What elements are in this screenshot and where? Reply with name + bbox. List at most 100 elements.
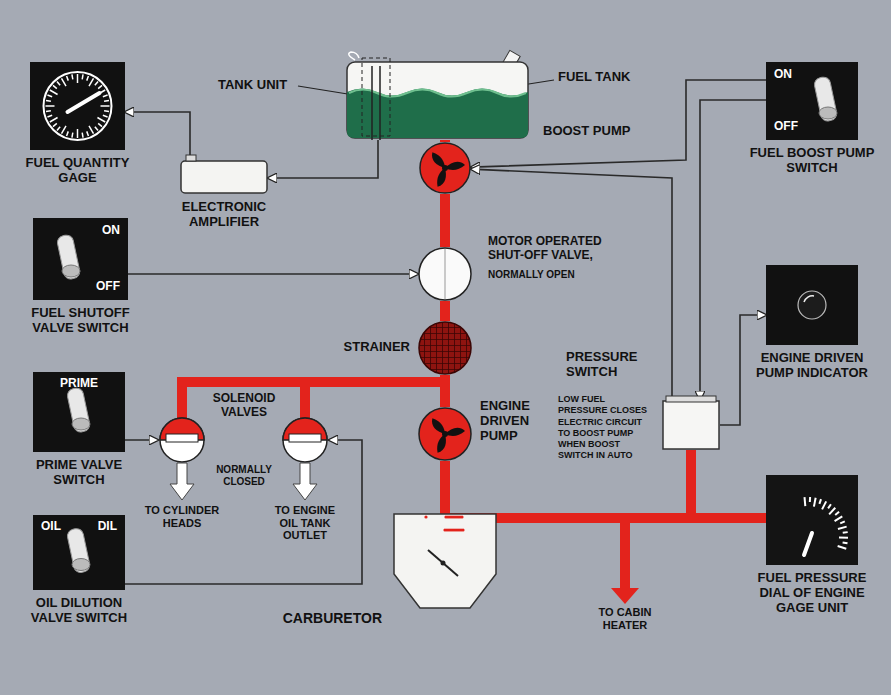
indicator-plate <box>766 265 858 345</box>
switch-base <box>819 107 837 119</box>
valve-gate <box>444 249 446 299</box>
carburetor-body <box>394 514 496 608</box>
pump-body <box>419 408 471 460</box>
solenoid-valve <box>160 418 204 500</box>
impeller-hub <box>442 431 448 437</box>
gauge-tick <box>53 123 57 126</box>
control-wire <box>125 440 362 584</box>
instrument-label: OIL DILUTION VALVE SWITCH <box>14 596 144 626</box>
gauge-tick <box>98 85 102 88</box>
switch-position: OIL <box>41 520 61 534</box>
engine-driven-pump-icon <box>418 407 472 461</box>
switch-plate <box>33 372 125 452</box>
boost-pump-icon <box>419 142 471 194</box>
gauge-ring <box>44 72 112 140</box>
dial-tick <box>835 516 843 521</box>
oil-dilution-valve-switch: OILDILOIL DILUTION VALVE SWITCH <box>33 515 125 590</box>
gauge-tick <box>77 74 79 83</box>
gauge-tick <box>47 95 52 97</box>
instrument-label: FUEL QUANTITY GAGE <box>8 156 148 186</box>
part-label: STRAINER <box>344 340 410 355</box>
part-label: FUEL TANK <box>558 70 630 85</box>
dial-tick <box>839 537 848 539</box>
strainer-icon <box>418 321 472 375</box>
pump-body <box>420 143 470 193</box>
gauge-tick <box>95 127 98 131</box>
prime-valve-switch: PRIMEPRIME VALVE SWITCH <box>33 372 125 452</box>
dial-tick <box>804 497 807 506</box>
switch-cap <box>666 396 716 402</box>
impeller-blade <box>433 433 450 454</box>
callout-label: SOLENOID VALVES <box>204 392 284 420</box>
callout-label: TANK UNIT <box>218 78 287 93</box>
callout-label: NORMALLY CLOSED <box>206 464 282 487</box>
gauge-tick <box>103 115 108 117</box>
impeller-blade <box>445 162 465 170</box>
gauge-face <box>30 62 125 150</box>
fuel-quantity-gage-icon <box>30 62 125 150</box>
control-wire <box>268 140 378 178</box>
dial-tick <box>828 504 831 508</box>
strainer-mesh <box>419 322 471 374</box>
part-label: PRESSURE SWITCH <box>566 350 658 380</box>
switch-position: ON <box>774 68 792 82</box>
gauge-tick <box>67 76 69 81</box>
pipe-arrowhead <box>611 588 639 604</box>
shut-off-valve-icon <box>418 247 472 301</box>
gauge-tick <box>50 90 58 95</box>
fuel-branch-pipe <box>182 382 445 420</box>
throttle-shaft <box>441 561 446 566</box>
switch-lever <box>66 387 91 433</box>
gauge-tick <box>95 81 98 85</box>
switch-position: PRIME <box>33 377 125 391</box>
tank-vent <box>349 52 359 60</box>
fuel-level <box>347 89 528 139</box>
part-note: NORMALLY OPEN <box>488 269 575 281</box>
gauge-tick <box>50 118 58 123</box>
gauge-tick <box>97 118 105 123</box>
dial-tick <box>822 501 826 509</box>
throttle-plate <box>428 550 458 576</box>
gauge-tick <box>57 81 60 85</box>
callout-label: TO CYLINDER HEADS <box>137 504 227 529</box>
callout-label: TO ENGINE OIL TANK OUTLET <box>266 504 344 542</box>
amplifier-case <box>181 161 267 193</box>
gauge-tick <box>67 131 69 136</box>
gauge-tick <box>98 123 102 126</box>
gauge-tick <box>46 105 55 107</box>
gauge-tick <box>104 100 109 102</box>
fuel-quantity-gage: FUEL QUANTITY GAGE <box>30 62 125 150</box>
fuel-spray <box>444 515 447 518</box>
gauge-tick <box>47 115 52 117</box>
instrument-label: PRIME VALVE SWITCH <box>14 458 144 488</box>
fuel-line <box>440 140 450 142</box>
dial-tick <box>829 508 835 515</box>
dial-tick <box>814 498 816 507</box>
part-label: ENGINE DRIVEN PUMP <box>480 399 550 444</box>
switch-base <box>72 418 90 430</box>
gauge-tick <box>62 126 67 134</box>
gauge-needle <box>68 93 100 112</box>
control-wire <box>125 439 158 441</box>
dial-face <box>766 475 858 565</box>
cabin-heater-pipe <box>620 518 630 590</box>
part-note: LOW FUEL PRESSURE CLOSES ELECTRIC CIRCUI… <box>558 394 654 462</box>
control-wire <box>128 273 418 275</box>
control-wire <box>471 169 672 400</box>
dial-needle <box>804 533 812 555</box>
fuel-spray <box>424 515 427 518</box>
dial-tick <box>819 499 821 504</box>
fuel-pressure-dial: FUEL PRESSURE DIAL OF ENGINE GAGE UNIT <box>766 475 858 565</box>
engine-driven-pump-indicator: ENGINE DRIVEN PUMP INDICATOR <box>766 265 858 345</box>
fuel-line <box>445 461 766 518</box>
gauge-tick <box>81 133 83 138</box>
electronic-amplifier-icon <box>180 160 268 194</box>
indicator-lamp <box>798 291 826 319</box>
switch-plate <box>33 515 125 590</box>
part-label: ELECTRONIC AMPLIFIER <box>164 200 284 230</box>
switch-case <box>663 401 719 449</box>
control-wire <box>125 112 190 160</box>
callout-label: TO CABIN HEATER <box>590 606 660 631</box>
instrument-label: FUEL PRESSURE DIAL OF ENGINE GAGE UNIT <box>742 571 882 616</box>
engine-driven-pump: ENGINE DRIVEN PUMP <box>418 407 472 461</box>
